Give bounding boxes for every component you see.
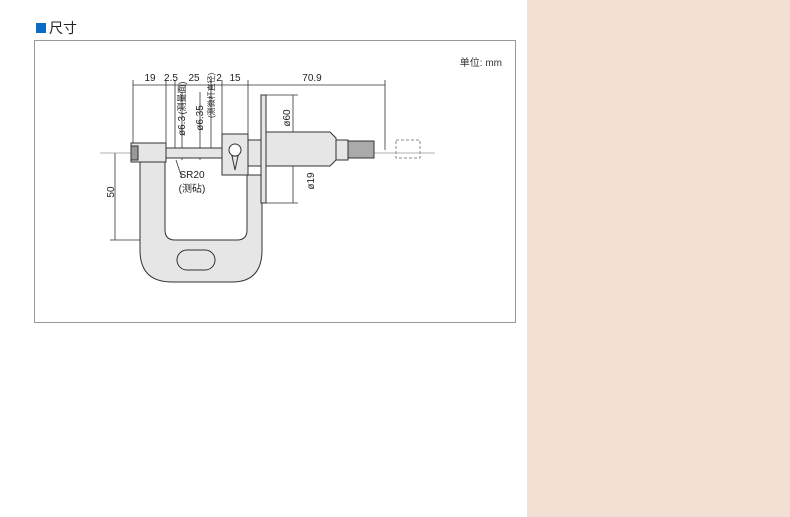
section-marker-icon — [36, 23, 46, 33]
spindle-travel-outline — [395, 139, 421, 159]
dim-face-dia: ø6.3 — [177, 116, 188, 136]
dim-anvil-radius: SR20 — [179, 170, 204, 181]
dim-spindle-dia: ø6.35 — [195, 105, 206, 131]
unit-label: 单位: mm — [459, 58, 502, 69]
dim-50: 50 — [106, 186, 117, 198]
dimension-drawing-frame: 单位: mm — [34, 40, 516, 323]
micrometer-body — [130, 94, 375, 283]
dimension-lines — [110, 80, 386, 241]
dim-disk-dia: ø60 — [282, 109, 293, 127]
dim-2-5: 2.5 — [164, 73, 178, 84]
dim-70-9: 70.9 — [302, 73, 322, 84]
section-title-text: 尺寸 — [49, 20, 77, 36]
dim-19: 19 — [144, 73, 156, 84]
dim-anvil-note: (测砧) — [179, 182, 206, 195]
dim-spindle-note: (测微杆直径) — [206, 72, 216, 118]
dim-2: 2 — [216, 73, 222, 84]
section-title: 尺寸 — [36, 18, 77, 38]
dim-sleeve-dia: ø19 — [306, 172, 317, 190]
dim-25: 25 — [188, 73, 200, 84]
side-panel — [527, 0, 790, 517]
dim-15: 15 — [229, 73, 241, 84]
dimension-labels: 19 2.5 25 2 15 70.9 50 ø6.3 (测量面) ø6.35 … — [106, 72, 322, 197]
dim-face-note: (测量面) — [177, 82, 187, 115]
